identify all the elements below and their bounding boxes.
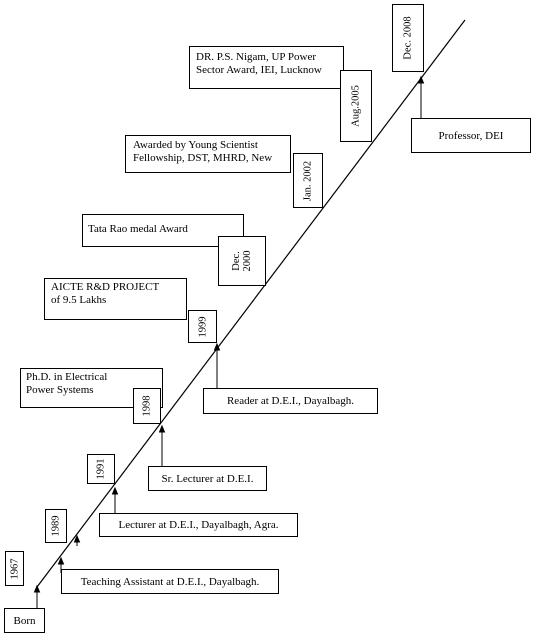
year-jan2002-box: Jan. 2002 [293, 153, 323, 208]
arrow-sr-lecturer [158, 424, 166, 466]
year-aug2005-box: Aug.2005 [340, 70, 372, 142]
aicte-text: AICTE R&D PROJECT of 9.5 Lakhs [51, 281, 160, 306]
year-1967-label: 1967 [9, 558, 20, 579]
young-scientist-text: Awarded by Young Scientist Fellowship, D… [133, 139, 273, 164]
year-1999-label: 1999 [197, 316, 208, 337]
year-1991-box: 1991 [87, 454, 115, 484]
born-text: Born [13, 614, 36, 627]
teaching-assistant-text: Teaching Assistant at D.E.I., Dayalbagh. [80, 575, 260, 588]
sr-lecturer-text: Sr. Lecturer at D.E.I. [161, 472, 254, 485]
nigam-award-text: DR. P.S. Nigam, UP Power Sector Award, I… [196, 51, 322, 76]
arrow-lecturer [111, 486, 119, 513]
year-dec2008-box: Dec. 2008 [392, 4, 424, 72]
reader-box: Reader at D.E.I., Dayalbagh. [203, 388, 378, 414]
arrow-born [33, 584, 41, 608]
timeline-diagonal [36, 19, 466, 588]
phd-text: Ph.D. in Electrical Power Systems [26, 371, 108, 396]
born-box: Born [4, 608, 45, 633]
lecturer-text: Lecturer at D.E.I., Dayalbagh, Agra. [118, 519, 279, 531]
year-1991-label: 1991 [95, 458, 107, 480]
year-1998-label: 1998 [141, 395, 153, 417]
nigam-award-box: DR. P.S. Nigam, UP Power Sector Award, I… [189, 46, 344, 89]
year-dec2000-label: Dec. 2000 [231, 250, 253, 272]
year-jan2002-label: Jan. 2002 [302, 160, 314, 201]
professor-text: Professor, DEI [438, 129, 504, 142]
year-dec2000-box: Dec. 2000 [218, 236, 266, 286]
arrow-professor [417, 75, 425, 118]
sr-lecturer-box: Sr. Lecturer at D.E.I. [148, 466, 267, 491]
lecturer-box: Lecturer at D.E.I., Dayalbagh, Agra. [99, 513, 298, 537]
year-1989-label: 1989 [50, 515, 62, 537]
year-1967-box: 1967 [5, 551, 24, 586]
young-scientist-box: Awarded by Young Scientist Fellowship, D… [125, 135, 291, 173]
year-1999-box: 1999 [188, 310, 217, 343]
arrow-reader [213, 342, 221, 388]
year-dec2008-label: Dec. 2008 [402, 16, 414, 60]
year-1989-box: 1989 [45, 509, 67, 543]
year-1998-box: 1998 [133, 388, 161, 424]
reader-text: Reader at D.E.I., Dayalbagh. [226, 395, 355, 407]
aicte-box: AICTE R&D PROJECT of 9.5 Lakhs [44, 278, 187, 320]
year-aug2005-label: Aug.2005 [350, 85, 362, 127]
tata-rao-box: Tata Rao medal Award [82, 214, 244, 247]
arrow-lecturer-1989 [73, 534, 81, 546]
teaching-assistant-box: Teaching Assistant at D.E.I., Dayalbagh. [61, 569, 279, 594]
professor-box: Professor, DEI [411, 118, 531, 153]
tata-rao-text: Tata Rao medal Award [88, 223, 188, 235]
